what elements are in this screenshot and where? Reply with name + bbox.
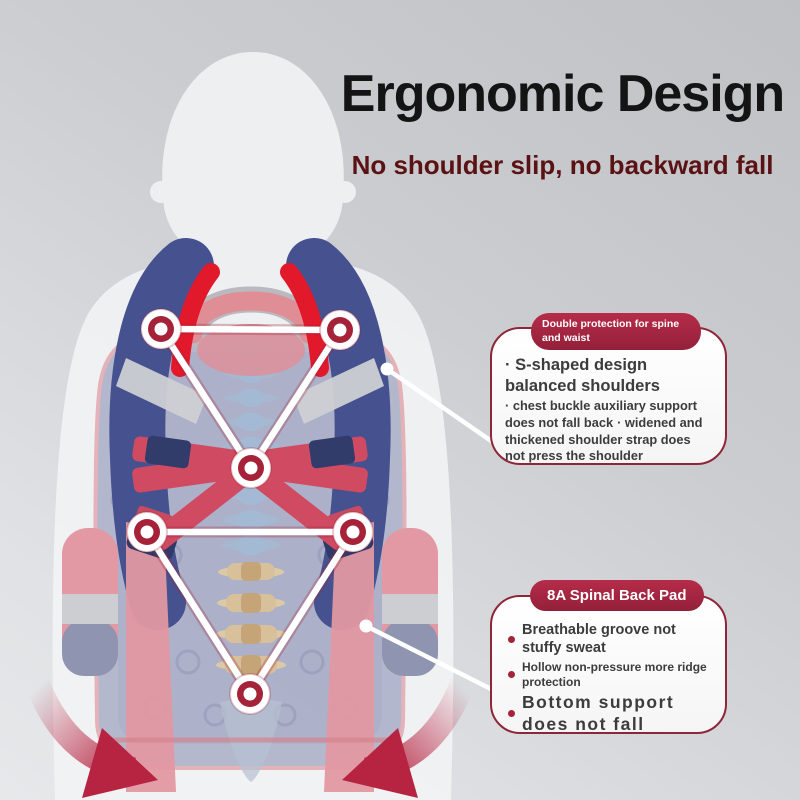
callout-item: S-shaped design balanced shoulders [505, 355, 712, 396]
callout-card-backpad: 8A Spinal Back Pad Breathable groove not… [490, 580, 727, 736]
swing-arrow-right-icon [342, 675, 476, 798]
header: Ergonomic Design No shoulder slip, no ba… [335, 65, 790, 181]
side-pocket-left [62, 528, 118, 676]
backpack-illustration [62, 238, 438, 792]
side-pocket-right [382, 528, 438, 676]
support-markers [126, 308, 374, 715]
lower-strap-right [324, 522, 374, 792]
swing-arrow-left-icon [24, 675, 158, 798]
callout-badge-backpad: 8A Spinal Back Pad [530, 580, 704, 611]
reflective-band-left [116, 358, 207, 424]
callout-badge-shoulder: Double protection for spine and waist [531, 313, 701, 351]
callout-card-shoulder: Double protection for spine and waist S-… [490, 313, 727, 465]
page-title: Ergonomic Design [340, 65, 785, 123]
leader-line-bottom [359, 619, 501, 696]
callout-item-group: chest buckle auxiliary support does not … [505, 398, 712, 465]
reflective-band-right [293, 358, 384, 424]
strap-adjuster-right [308, 435, 356, 469]
callout-item: Bottom support does not fall [508, 692, 713, 736]
strap-adjuster-left [144, 435, 192, 469]
leader-line-top [380, 362, 502, 449]
callout-item: Breathable groove not stuffy sweat [508, 621, 713, 657]
callout-item: Hollow non-pressure more ridge protectio… [508, 660, 713, 689]
lower-strap-left [126, 522, 176, 792]
page-subtitle: No shoulder slip, no backward fall [351, 150, 774, 181]
